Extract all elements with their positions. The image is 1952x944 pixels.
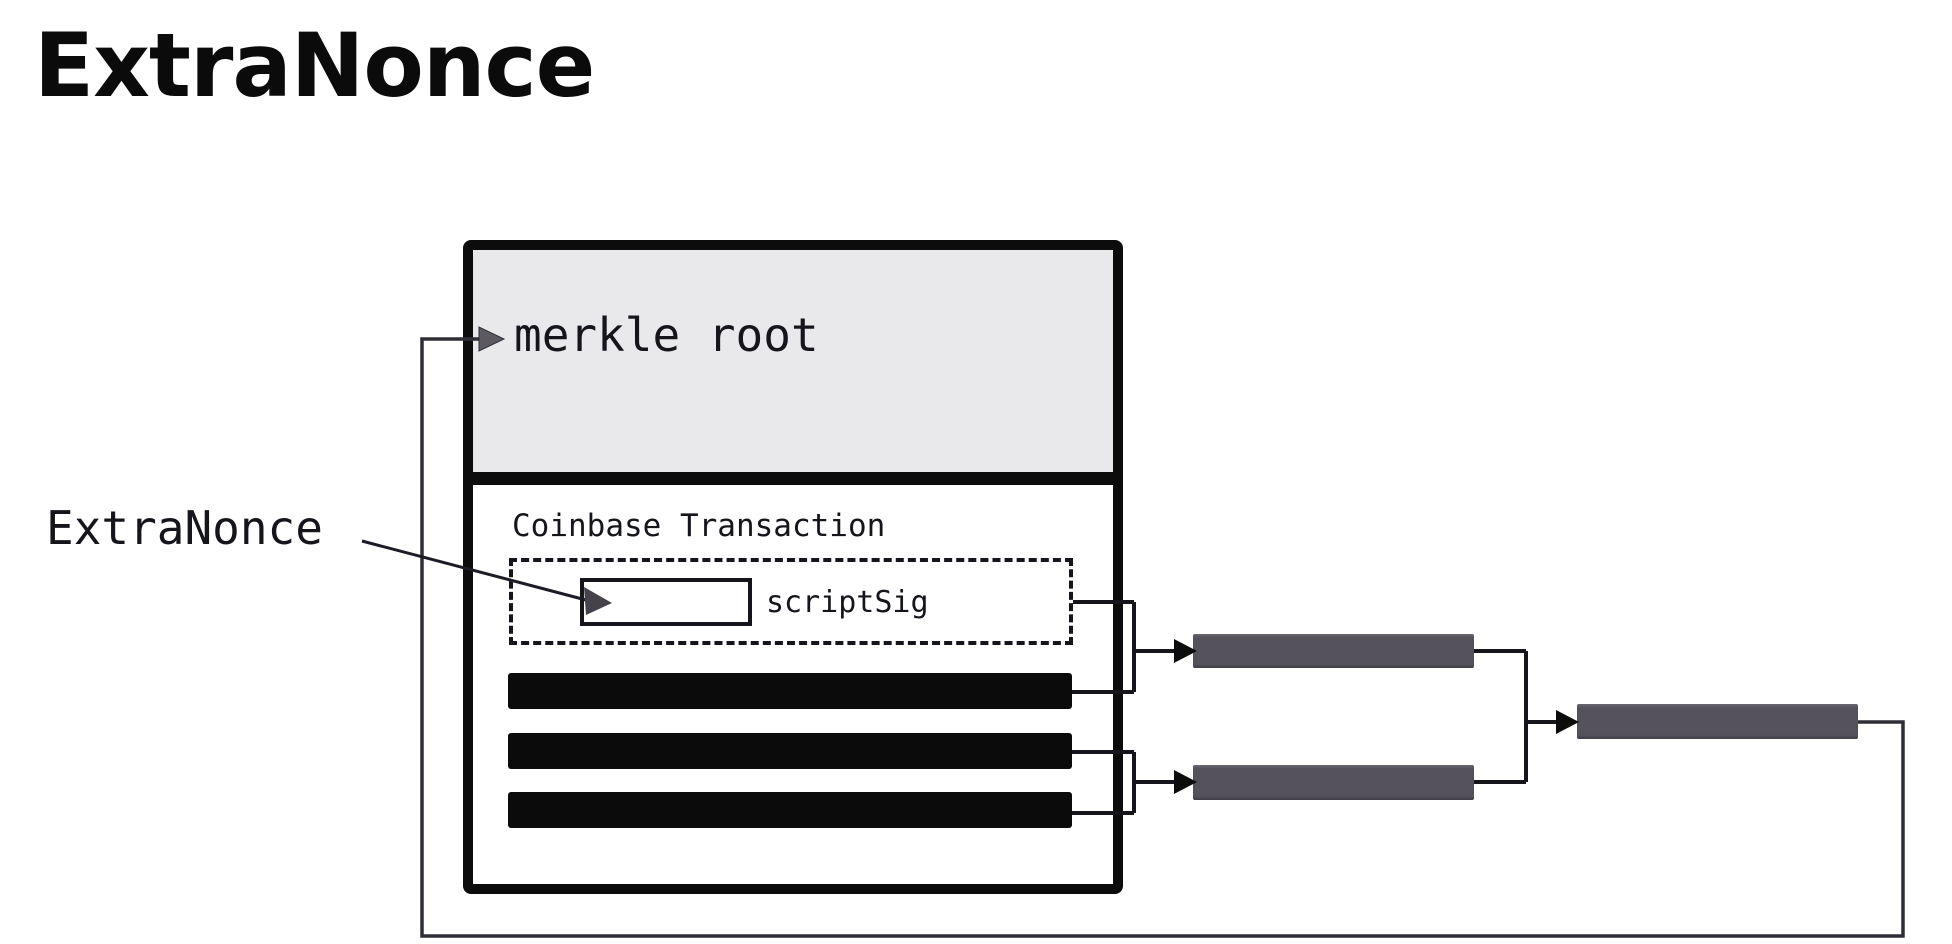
bracket-hash1-hash2 — [1474, 649, 1556, 784]
hash-bar-1 — [1193, 634, 1474, 668]
transaction-bar-3 — [508, 792, 1072, 828]
transaction-bar-1 — [508, 673, 1072, 709]
arrowhead-root-hash — [1556, 710, 1579, 734]
scriptsig-label: scriptSig — [766, 585, 929, 620]
page-title: ExtraNonce — [34, 14, 595, 117]
hash-bar-2 — [1193, 765, 1474, 800]
block-header-section — [473, 250, 1113, 485]
merkle-root-label: merkle root — [514, 308, 819, 362]
extranonce-field — [580, 578, 752, 626]
hash-bar-root — [1577, 704, 1858, 739]
extranonce-pointer-label: ExtraNonce — [46, 501, 323, 555]
transaction-bar-2 — [508, 733, 1072, 769]
coinbase-transaction-title: Coinbase Transaction — [512, 508, 886, 544]
